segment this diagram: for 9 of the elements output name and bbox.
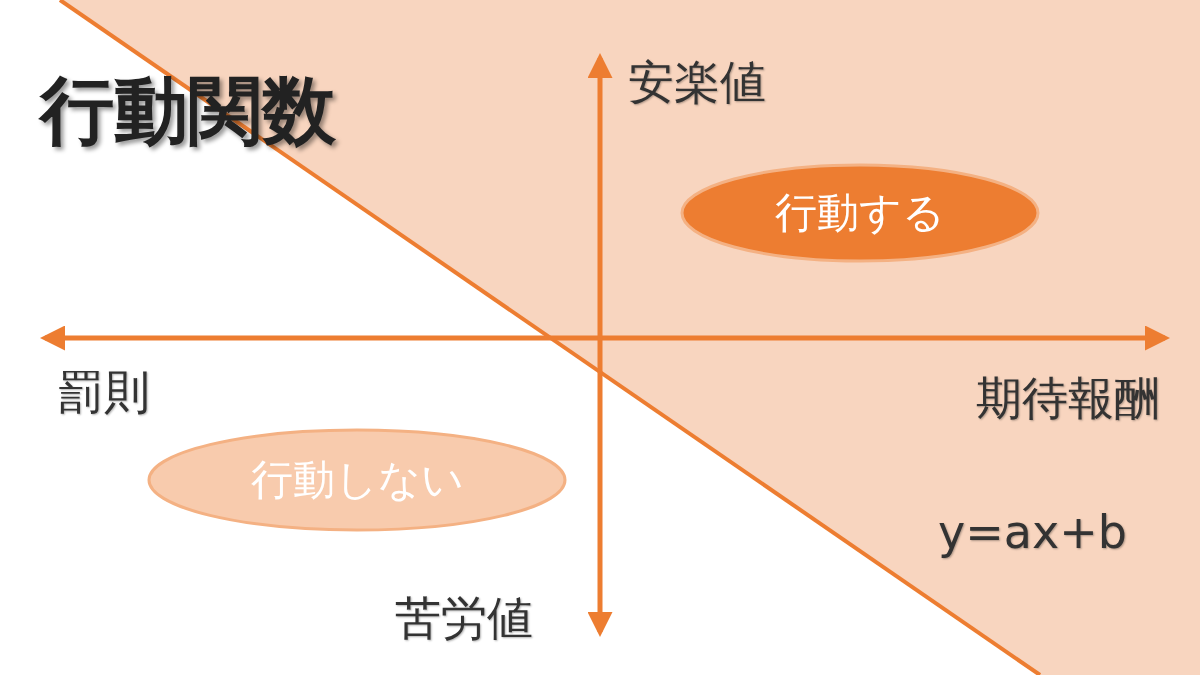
axis-label: 苦労値 xyxy=(395,590,533,647)
axis-label: 期待報酬 xyxy=(976,370,1160,427)
oval-shape xyxy=(680,163,1040,263)
oval-shape xyxy=(147,428,567,532)
axis-label: 罰則 xyxy=(58,364,150,421)
oval-label: 行動しない xyxy=(250,454,464,506)
equation-text: y=ax+b xyxy=(938,505,1127,559)
oval-label: 行動する xyxy=(775,187,945,239)
axis-label: 安楽値 xyxy=(628,54,766,111)
